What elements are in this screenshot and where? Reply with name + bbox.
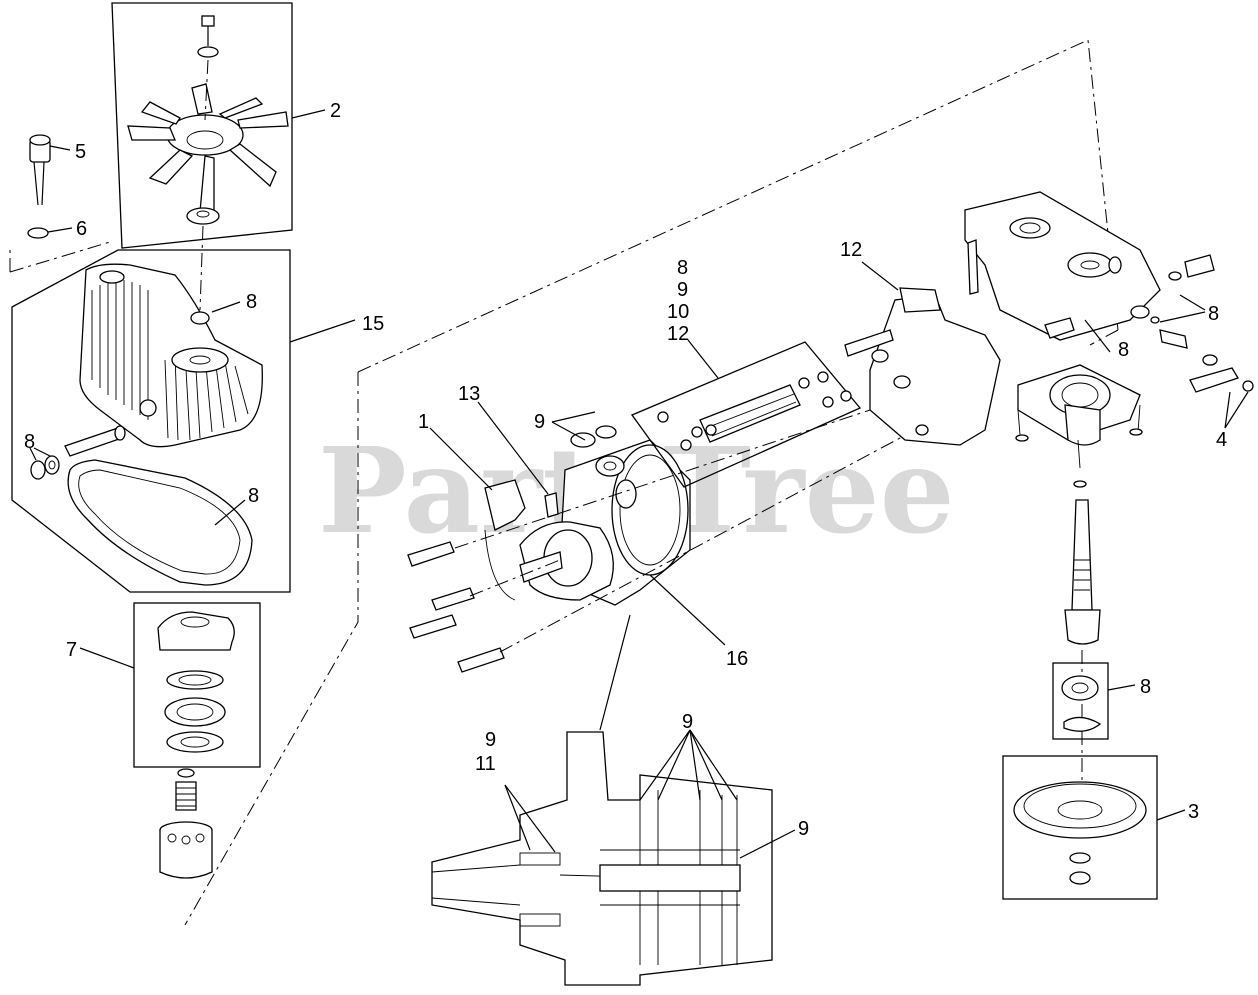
- callout-12: 12: [667, 323, 689, 345]
- callout-8: 8: [1208, 303, 1219, 325]
- leader-lines: [29, 109, 1249, 859]
- callout-8: 8: [1118, 339, 1129, 361]
- cylinder-block[interactable]: [159, 768, 213, 879]
- assembly-envelope: [9, 39, 1119, 926]
- input-bearing[interactable]: [1052, 662, 1109, 740]
- callout-3: 3: [1188, 801, 1199, 823]
- callout-12: 12: [840, 239, 862, 261]
- seal-kit[interactable]: [630, 341, 862, 488]
- swashplate-bearing-assembly[interactable]: [133, 602, 261, 768]
- callout-1: 1: [418, 411, 429, 433]
- callout-9: 9: [682, 711, 693, 733]
- callout-8: 8: [1140, 676, 1151, 698]
- callout-13: 13: [458, 383, 480, 405]
- callout-2: 2: [330, 100, 341, 122]
- callout-7: 7: [66, 639, 77, 661]
- callout-8: 8: [677, 257, 688, 279]
- callout-9: 9: [485, 729, 496, 751]
- callout-10: 10: [667, 301, 689, 323]
- callout-11: 11: [475, 753, 496, 775]
- pump-housing[interactable]: [964, 191, 1254, 393]
- callout-8: 8: [246, 291, 257, 313]
- callout-9: 9: [534, 411, 545, 433]
- fan-assembly[interactable]: [111, 2, 293, 311]
- center-housing[interactable]: [844, 287, 1001, 446]
- callout-5: 5: [75, 141, 86, 163]
- upper-housing[interactable]: [11, 249, 291, 593]
- callout-16: 16: [726, 648, 748, 670]
- callout-15: 15: [362, 313, 384, 335]
- callout-8: 8: [248, 485, 259, 507]
- pulley[interactable]: [1002, 755, 1158, 900]
- dipstick[interactable]: [27, 134, 51, 239]
- callout-6: 6: [76, 218, 87, 240]
- cross-section-view[interactable]: [431, 731, 773, 986]
- callout-9: 9: [798, 818, 809, 840]
- callout-4: 4: [1216, 429, 1227, 451]
- charge-pump[interactable]: [1015, 364, 1143, 488]
- callout-8: 8: [24, 431, 35, 453]
- input-shaft[interactable]: [1064, 499, 1101, 645]
- callout-9: 9: [677, 279, 688, 301]
- hydraulic-motor[interactable]: [519, 425, 691, 606]
- mounting-bolts[interactable]: [407, 541, 505, 673]
- callout-labels: 2 5 6 8 15 8 8 7 13 1 9 8 9 10 12 12 16 …: [24, 100, 1227, 840]
